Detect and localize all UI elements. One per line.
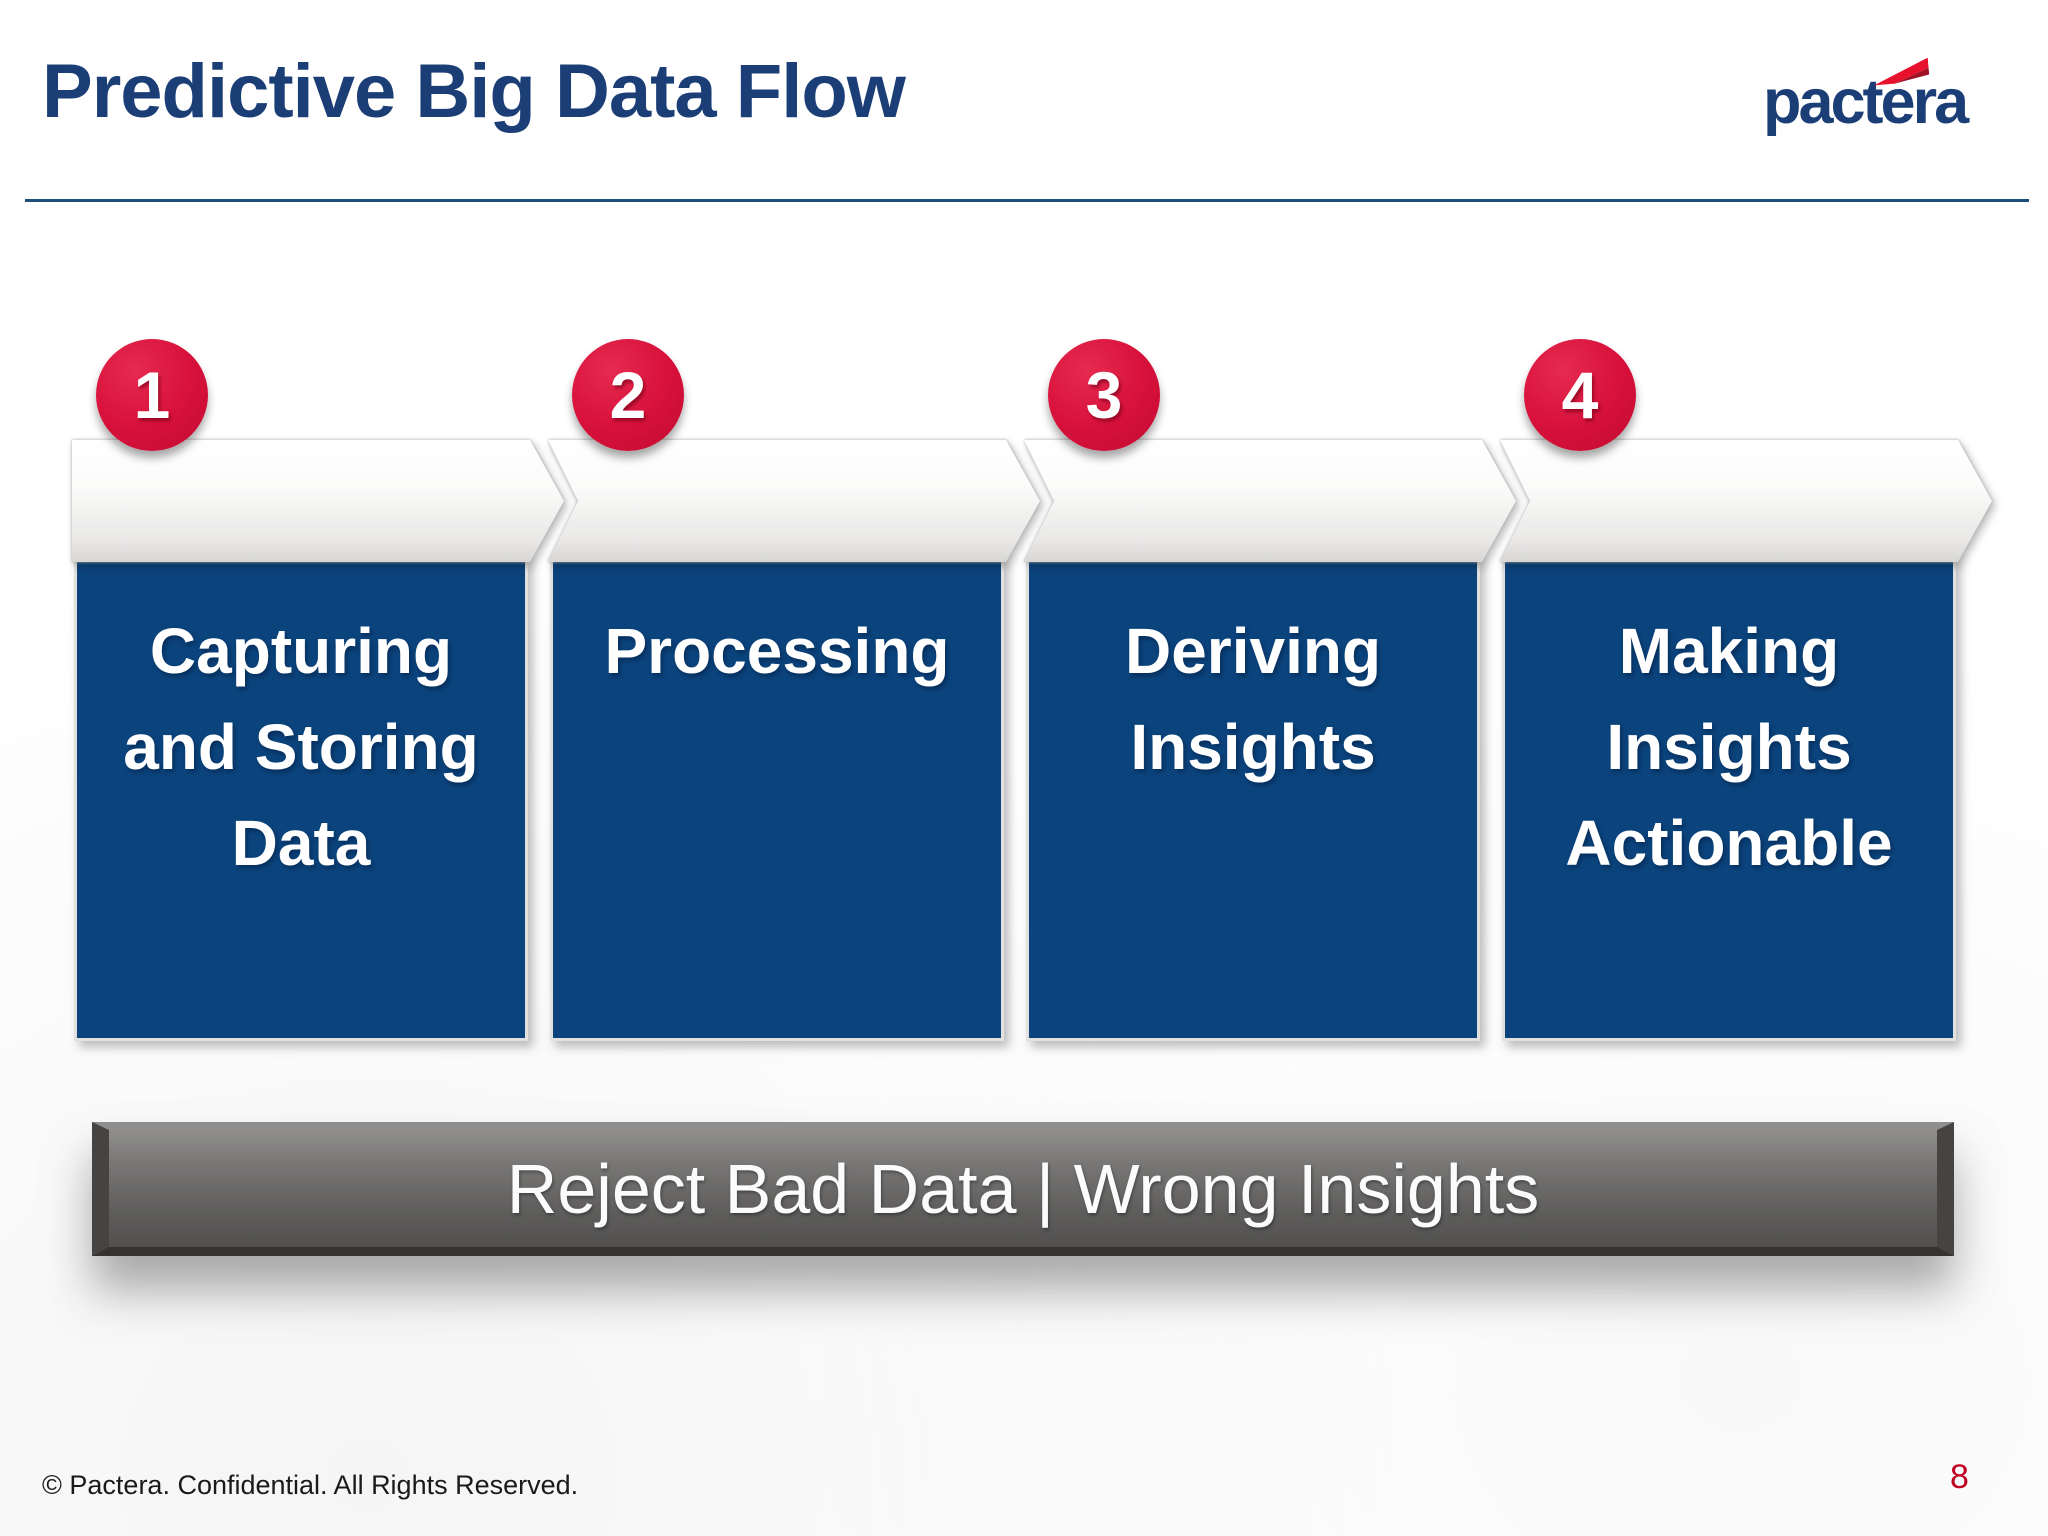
flow-step-1: Capturing and Storing Data 1 xyxy=(72,339,564,1041)
step-card: Capturing and Storing Data xyxy=(74,556,528,1041)
step-ribbon-arrow xyxy=(1024,440,1516,562)
step-number: 4 xyxy=(1561,358,1599,432)
pactera-logo: pactera xyxy=(1763,57,2013,156)
step-number-badge: 2 xyxy=(572,339,684,451)
logo-wordmark: pactera xyxy=(1763,67,1969,137)
reject-banner: Reject Bad Data | Wrong Insights xyxy=(92,1122,1954,1256)
step-number: 3 xyxy=(1085,358,1123,432)
flow-step-3: Deriving Insights 3 xyxy=(1024,339,1516,1041)
logo-flag-icon xyxy=(1873,57,1930,86)
step-number-badge: 4 xyxy=(1524,339,1636,451)
flow-step-4: Making Insights Actionable 4 xyxy=(1500,339,1992,1041)
step-card: Processing xyxy=(550,556,1004,1041)
step-number-badge: 1 xyxy=(96,339,208,451)
title-divider xyxy=(25,199,2029,202)
flow-step-2: Processing 2 xyxy=(548,339,1040,1041)
reject-banner-text: Reject Bad Data | Wrong Insights xyxy=(506,1149,1540,1228)
step-number: 1 xyxy=(133,358,171,432)
page-number: 8 xyxy=(1950,1458,1969,1496)
step-number-badge: 3 xyxy=(1048,339,1160,451)
step-ribbon-arrow xyxy=(1500,440,1992,562)
step-ribbon-arrow xyxy=(72,440,564,562)
copyright-text: © Pactera. Confidential. All Rights Rese… xyxy=(42,1470,579,1500)
step-label: Capturing and Storing Data xyxy=(123,615,479,879)
step-card: Making Insights Actionable xyxy=(1502,556,1956,1041)
step-ribbon-arrow xyxy=(548,440,1040,562)
step-card: Deriving Insights xyxy=(1026,556,1480,1041)
step-label: Processing xyxy=(604,615,950,687)
step-label: Deriving Insights xyxy=(1124,615,1382,783)
page-title: Predictive Big Data Flow xyxy=(42,49,906,134)
step-label: Making Insights Actionable xyxy=(1565,615,1893,879)
step-number: 2 xyxy=(609,358,647,432)
